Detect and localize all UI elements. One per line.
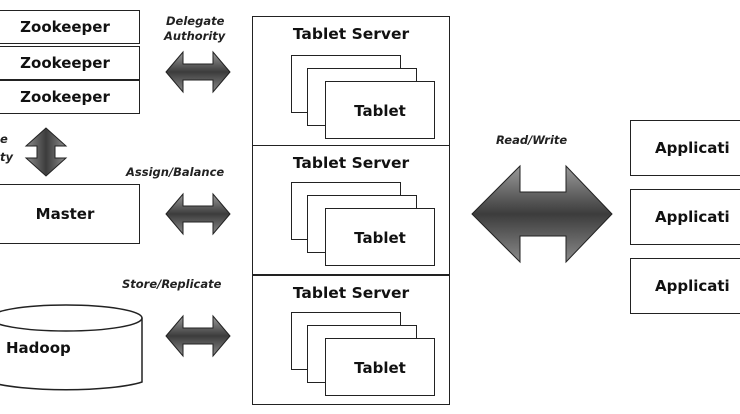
tablet-label: Tablet <box>354 359 406 377</box>
zookeeper-label: Zookeeper <box>20 54 110 72</box>
application-label: Applicati <box>655 208 730 226</box>
application-box-3: Applicati <box>630 258 740 314</box>
application-box-2: Applicati <box>630 189 740 245</box>
master-label: Master <box>35 205 95 223</box>
delegate-label-line2: Authority <box>164 29 226 43</box>
tablet-label: Tablet <box>354 102 406 120</box>
zookeeper-box-1: Zookeeper <box>0 10 140 44</box>
cutoff-label-line2: ty <box>0 150 13 164</box>
tablet-server-title: Tablet Server <box>292 154 410 172</box>
assign-label: Assign/Balance <box>126 165 225 179</box>
vertical-double-arrow <box>24 127 68 177</box>
store-label: Store/Replicate <box>122 277 222 291</box>
zookeeper-box-3: Zookeeper <box>0 80 140 114</box>
application-label: Applicati <box>655 139 730 157</box>
assign-double-arrow <box>165 192 231 236</box>
cutoff-label-line1: e <box>0 132 8 146</box>
tablet-server-1: Tablet Server Tablet <box>252 16 450 146</box>
tablet-label: Tablet <box>354 229 406 247</box>
master-box: Master <box>0 184 140 244</box>
store-double-arrow <box>165 314 231 358</box>
tablet-front: Tablet <box>325 338 435 396</box>
zookeeper-label: Zookeeper <box>20 18 110 36</box>
hadoop-label: Hadoop <box>6 339 71 357</box>
tablet-server-title: Tablet Server <box>292 25 410 43</box>
application-label: Applicati <box>655 277 730 295</box>
delegate-double-arrow <box>165 50 231 94</box>
tablet-server-3: Tablet Server Tablet <box>252 275 450 405</box>
hadoop-cylinder <box>0 304 143 391</box>
tablet-server-2: Tablet Server Tablet <box>252 145 450 275</box>
tablet-front: Tablet <box>325 81 435 139</box>
readwrite-double-arrow <box>471 164 613 264</box>
zookeeper-box-2: Zookeeper <box>0 46 140 80</box>
delegate-label-line1: Delegate <box>166 14 225 28</box>
readwrite-label: Read/Write <box>496 133 568 147</box>
tablet-front: Tablet <box>325 208 435 266</box>
zookeeper-label: Zookeeper <box>20 88 110 106</box>
tablet-server-title: Tablet Server <box>292 284 410 302</box>
application-box-1: Applicati <box>630 120 740 176</box>
